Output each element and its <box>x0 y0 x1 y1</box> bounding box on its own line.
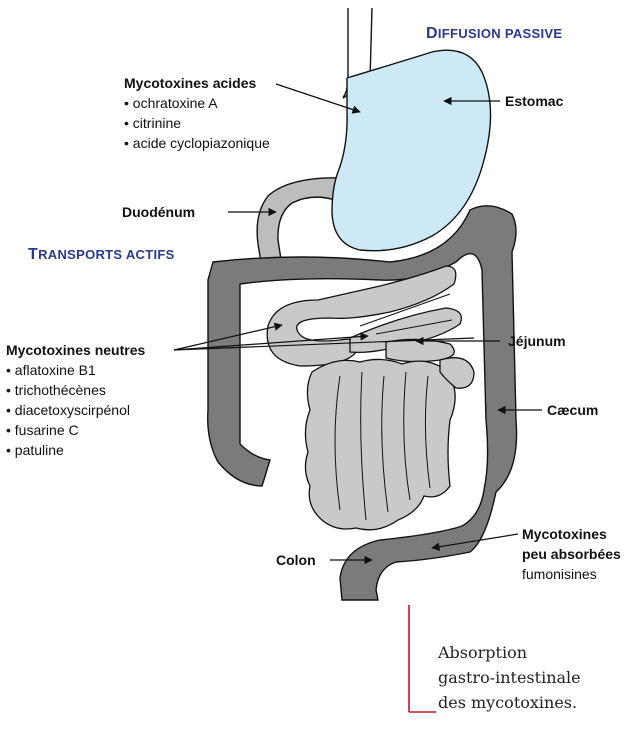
poorly-absorbed-line1: Mycotoxines <box>522 524 621 544</box>
neutral-mycotoxins-title: Mycotoxines neutres <box>6 340 145 360</box>
poorly-absorbed-line2: peu absorbées <box>522 544 621 564</box>
acid-mycotoxins-title: Mycotoxines acides <box>124 73 270 93</box>
caption-line2: gastro-intestinale <box>438 665 581 690</box>
heading-transports-initial: T <box>28 246 38 263</box>
label-colon: Colon <box>276 550 316 570</box>
heading-diffusion-initial: D <box>426 25 438 42</box>
label-estomac: Estomac <box>505 91 563 111</box>
poorly-absorbed-example: fumonisines <box>522 564 621 584</box>
duodenum-shape <box>257 178 345 268</box>
figure-caption: Absorption gastro-intestinale des mycoto… <box>438 640 581 715</box>
heading-diffusion-rest: IFFUSION PASSIVE <box>438 26 562 41</box>
list-item: patuline <box>6 440 145 460</box>
neutral-mycotoxins-group: Mycotoxines neutres aflatoxine B1 tricho… <box>6 340 145 460</box>
list-item: citrinine <box>124 113 270 133</box>
list-item: trichothécènes <box>6 380 145 400</box>
acid-mycotoxins-group: Mycotoxines acides ochratoxine A citrini… <box>124 73 270 153</box>
label-caecum: Cæcum <box>547 400 598 420</box>
list-item: fusarine C <box>6 420 145 440</box>
neutral-mycotoxins-list: aflatoxine B1 trichothécènes diacetoxysc… <box>6 360 145 460</box>
poorly-absorbed-group: Mycotoxines peu absorbées fumonisines <box>522 524 621 584</box>
label-jejunum: Jéjunum <box>508 331 566 351</box>
heading-transports-actifs: TRANSPORTS ACTIFS <box>28 245 175 265</box>
heading-diffusion-passive: DIFFUSION PASSIVE <box>426 24 562 44</box>
caption-line1: Absorption <box>438 640 581 665</box>
list-item: acide cyclopiazonique <box>124 133 270 153</box>
list-item: aflatoxine B1 <box>6 360 145 380</box>
heading-transports-rest: RANSPORTS ACTIFS <box>38 247 175 262</box>
small-intestine-shape <box>267 266 474 530</box>
acid-mycotoxins-list: ochratoxine A citrinine acide cyclopiazo… <box>124 93 270 153</box>
list-item: ochratoxine A <box>124 93 270 113</box>
label-duodenum: Duodénum <box>122 202 195 222</box>
list-item: diacetoxyscirpénol <box>6 400 145 420</box>
caption-line3: des mycotoxines. <box>438 690 581 715</box>
